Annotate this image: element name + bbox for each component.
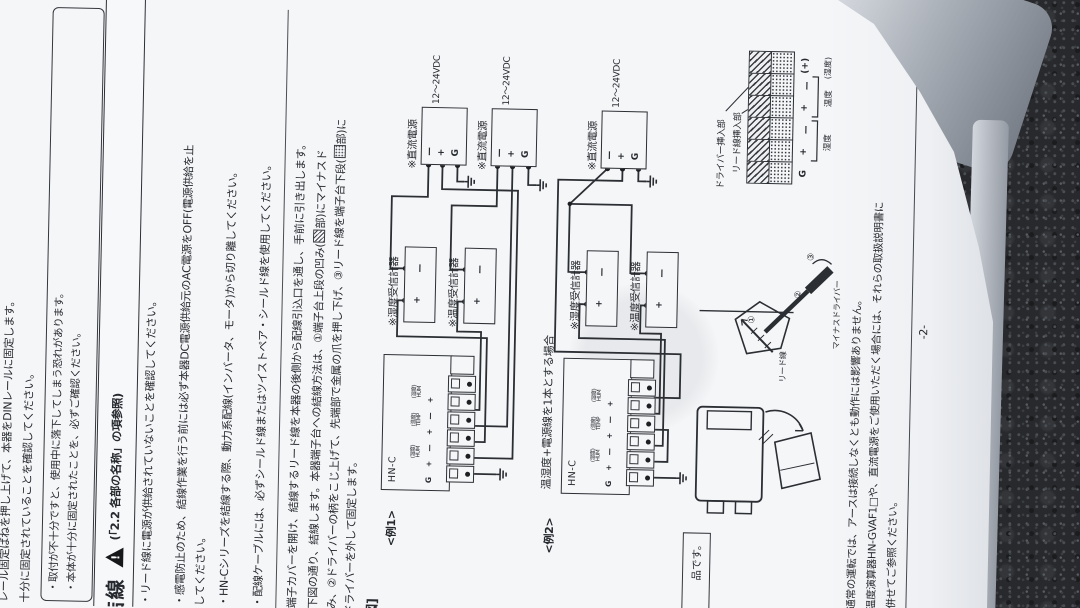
terminal-block-ex2 [625, 359, 657, 487]
legend-sym-g: G [798, 169, 809, 178]
hnc-name-ex1: HN-C [386, 455, 399, 483]
psu2-label: ※直流電源 [476, 120, 490, 171]
legend-cell-2 [746, 138, 794, 163]
minus-driver-label: マイナスドライバー [831, 280, 843, 350]
wire-hole-label: リード線挿入部 [732, 112, 744, 174]
example1-label: <例1> [384, 510, 399, 547]
recv-minus: ー [658, 268, 669, 278]
legend-sym-p3: (+) [800, 57, 811, 74]
psu-minus: ー [495, 148, 506, 158]
accessory-note-text: 品です。 [690, 539, 704, 581]
bsym-m1: ー [605, 447, 615, 456]
block-end-tab [630, 359, 655, 379]
bsym-p2: + [604, 432, 614, 439]
accessory-note-box: 品です。 [680, 532, 711, 608]
bsym-m2: ー [606, 415, 616, 424]
psu-plus: + [436, 148, 447, 157]
mark-1: ① [747, 315, 758, 324]
recv-minus: ー [416, 263, 427, 273]
psu-ground: G [630, 152, 641, 161]
group-hum2-en: HUM [416, 385, 423, 398]
block-end-tab [450, 355, 475, 375]
driver-hole-label: ドライバー挿入部 [716, 119, 728, 190]
psu-plus: + [616, 152, 627, 161]
hnc-box-ex2: HN-C (湿度) (温度) (湿度) HUM TEMP HUM G + ー +… [560, 357, 633, 496]
psu3-voltage: 12〜24VDC [611, 58, 623, 108]
group-temp-en: TEMP [596, 417, 603, 431]
ground-symbols [464, 175, 687, 485]
bsym-g: G [603, 480, 613, 487]
bsym-g: G [423, 476, 434, 484]
group-hum-en: HUM [595, 449, 602, 462]
footer-note-3: 併せてご参照ください。 [885, 496, 900, 608]
hum-receiver-box-ex2: + ー [585, 250, 619, 327]
device-side-view [694, 405, 821, 515]
bsym-p3: + [425, 396, 435, 404]
hum-receiver-label-ex2: ※湿度受信計器 [569, 260, 583, 331]
psu1-voltage: 12〜24VDC [431, 55, 443, 105]
psu1-box: ー + G [420, 106, 468, 166]
page-number: -2- [917, 325, 931, 340]
legend-cell-g [746, 160, 793, 185]
bsym-p2: + [424, 428, 435, 436]
psu1-label: ※直流電源 [406, 119, 420, 169]
bsym-p3: + [605, 400, 615, 407]
recv-plus: + [472, 297, 483, 306]
group-hum-en: HUM [415, 445, 422, 458]
bsym-m2: ー [426, 412, 436, 420]
wiring-lines [402, 162, 834, 515]
legend-cell-6 [748, 50, 796, 75]
hnc-box-ex1: HN-C (湿度) (温度) (湿度) HUM TEMP HUM G + ー +… [380, 353, 453, 492]
legend-sym-p2: + [799, 103, 810, 112]
hnc-name-ex2: HN-C [566, 459, 579, 487]
psu3-label: ※直流電源 [586, 120, 600, 171]
psu-minus: ー [605, 150, 616, 160]
bsym-m1: ー [425, 444, 435, 452]
recv-plus: + [654, 301, 665, 309]
screwdriver-illustration [699, 258, 834, 355]
recv-plus: + [412, 296, 423, 304]
psu2-box: ー + G [490, 108, 538, 168]
bsym-p1: + [424, 460, 434, 468]
legend-cell-4 [747, 94, 795, 119]
psu-ground: G [450, 148, 461, 157]
psu-plus: + [506, 149, 517, 158]
psu-ground: G [520, 150, 531, 159]
legend-sym-p1: + [798, 147, 809, 156]
legend-brackets [810, 76, 820, 162]
terminal-block-ex1 [445, 355, 477, 483]
temp-receiver-box-ex2: + ー [645, 251, 679, 329]
bsym-p1: + [604, 464, 614, 471]
recv-minus: ー [476, 264, 487, 275]
hum-receiver-label-ex1: ※湿度受信計器 [387, 256, 401, 327]
legend-group-hum: 湿度 [822, 134, 834, 152]
temp-receiver-label-ex1: ※温度受信計器 [447, 257, 461, 328]
example2-label: <例2> [542, 517, 557, 554]
recv-plus: + [594, 299, 605, 308]
group-hum2-en: HUM [596, 389, 603, 402]
psu-minus: ー [425, 146, 436, 157]
recv-minus: ー [598, 267, 609, 277]
mark-3: ③ [806, 252, 817, 262]
legend-cell-5 [748, 72, 795, 97]
temp-receiver-box-ex1: + ー [463, 247, 497, 325]
psu3-box: ー + G [600, 110, 648, 170]
legend-group-temp: 温度 [823, 90, 835, 108]
mark-2: ② [793, 290, 805, 299]
hum-receiver-box-ex1: + ー [403, 246, 437, 324]
psu2-voltage: 12〜24VDC [501, 56, 513, 106]
document-content: レール固定ばねを押し上げて、本器をDINレールに固定します。 十分に固定されてい… [40, 0, 931, 608]
temp-receiver-label-ex2: ※温度受信計器 [629, 261, 643, 332]
legend-group-hum2: (湿度) [823, 56, 833, 80]
legend-cell-3 [747, 116, 794, 141]
group-temp-en: TEMP [416, 413, 423, 427]
lead-wire-label: リード線 [778, 351, 788, 383]
